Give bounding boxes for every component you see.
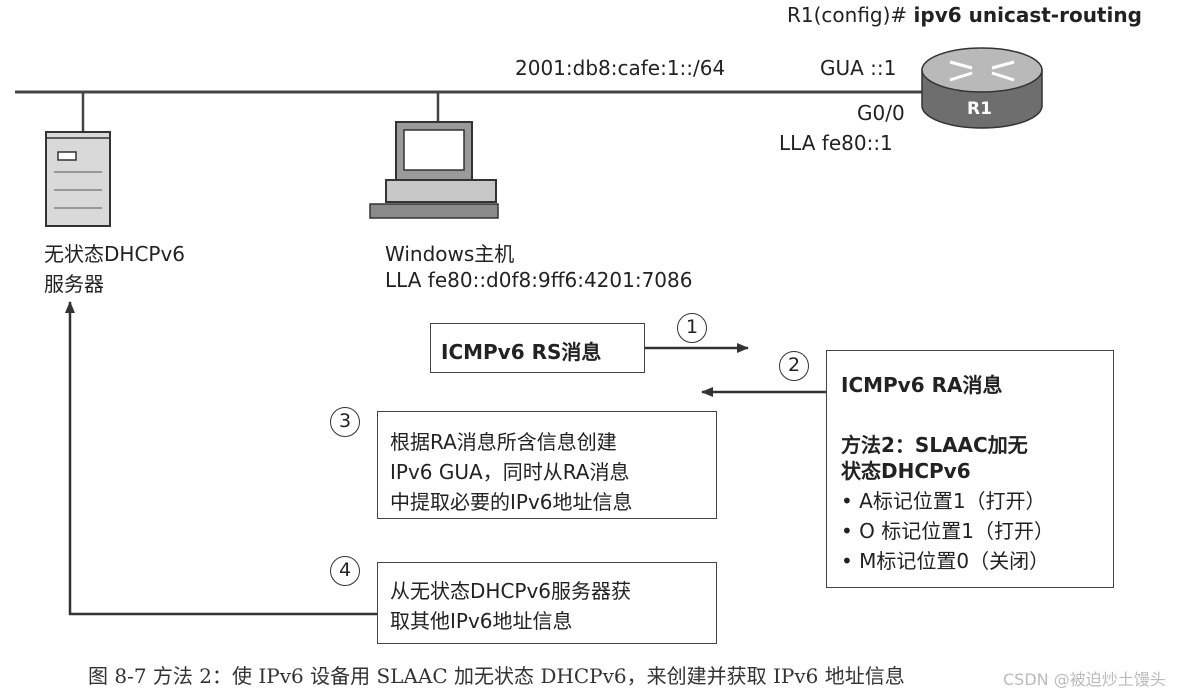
step-1-marker: 1	[677, 313, 707, 343]
router-command: R1(config)# ipv6 unicast-routing	[787, 3, 1142, 27]
ra-message-box: ICMPv6 RA消息 方法2：SLAAC加无 状态DHCPv6 • A标记位置…	[826, 350, 1114, 588]
watermark: CSDN @被迫炒土馒头	[1003, 670, 1166, 689]
dhcp-info-box: 从无状态DHCPv6服务器获 取其他IPv6地址信息	[377, 562, 717, 644]
ra-flag-m: • M标记位置0（关闭）	[841, 549, 1050, 573]
slaac-info-line3: 中提取必要的IPv6地址信息	[390, 490, 633, 514]
ra-method-line1: 方法2：SLAAC加无	[841, 433, 1028, 457]
slaac-info-box: 根据RA消息所含信息创建 IPv6 GUA，同时从RA消息 中提取必要的IPv6…	[377, 411, 717, 519]
router-interface: G0/0	[857, 101, 905, 125]
figure-caption: 图 8-7 方法 2：使 IPv6 设备用 SLAAC 加无状态 DHCPv6，…	[88, 664, 905, 688]
dhcp-info-line2: 取其他IPv6地址信息	[390, 609, 573, 633]
server-label-line2: 服务器	[44, 272, 104, 296]
ra-method-line2: 状态DHCPv6	[841, 459, 971, 483]
router-gua: GUA ::1	[820, 56, 897, 80]
host-lla: LLA fe80::d0f8:9ff6:4201:7086	[385, 268, 693, 292]
step-2-marker: 2	[779, 351, 809, 381]
router-icon	[921, 47, 1043, 129]
ra-flag-o: • O 标记位置1（打开）	[841, 519, 1054, 543]
rs-message-text: ICMPv6 RS消息	[441, 340, 602, 364]
dhcp-arrow	[65, 301, 378, 616]
step-4-marker: 4	[330, 556, 360, 586]
server-label-line1: 无状态DHCPv6	[44, 242, 186, 266]
router-command-prefix: R1(config)#	[787, 3, 914, 27]
network-prefix: 2001:db8:cafe:1::/64	[515, 56, 726, 80]
router-command-text: ipv6 unicast-routing	[913, 3, 1142, 27]
ra-flag-a: • A标记位置1（打开）	[841, 489, 1046, 513]
router-lla: LLA fe80::1	[779, 131, 893, 155]
computer-icon	[369, 121, 499, 219]
router-label: R1	[967, 99, 992, 119]
rs-message-box: ICMPv6 RS消息	[430, 323, 645, 373]
ra-message-title: ICMPv6 RA消息	[841, 373, 1003, 397]
slaac-info-line1: 根据RA消息所含信息创建	[390, 430, 617, 454]
slaac-info-line2: IPv6 GUA，同时从RA消息	[390, 460, 630, 484]
dhcp-info-line1: 从无状态DHCPv6服务器获	[390, 579, 632, 603]
server-icon	[45, 131, 111, 227]
host-name: Windows主机	[385, 242, 515, 266]
step-3-marker: 3	[330, 407, 360, 437]
